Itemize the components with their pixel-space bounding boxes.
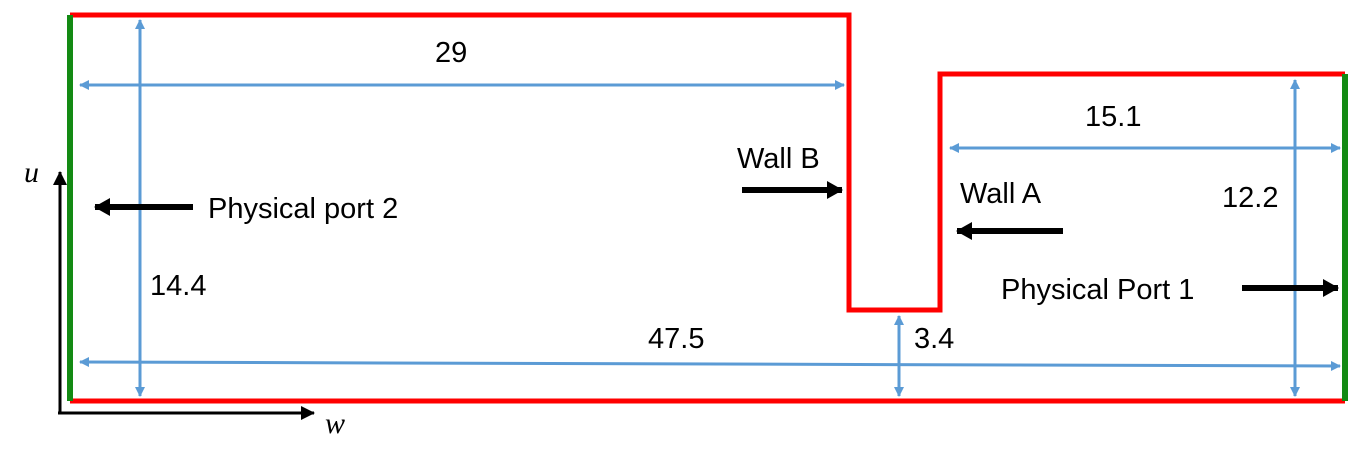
dimension-arrow-total-width (79, 357, 1341, 371)
w-axis-label: w (325, 407, 345, 440)
dimension-left-height: 14.4 (150, 270, 206, 302)
dimension-left-width: 29 (435, 37, 467, 69)
dimension-gap-height: 3.4 (914, 323, 954, 355)
wall-outline-top (70, 12, 1345, 313)
u-axis-label: u (24, 156, 39, 189)
dimension-right-width: 15.1 (1085, 101, 1141, 133)
wall-a-label: Wall A (960, 178, 1042, 210)
port-1-label: Physical Port 1 (1001, 274, 1194, 306)
dimension-total-width: 47.5 (648, 323, 704, 355)
wall-b-label: Wall B (737, 143, 820, 175)
port-2-label: Physical port 2 (208, 193, 398, 225)
dimension-right-height: 12.2 (1222, 182, 1278, 214)
